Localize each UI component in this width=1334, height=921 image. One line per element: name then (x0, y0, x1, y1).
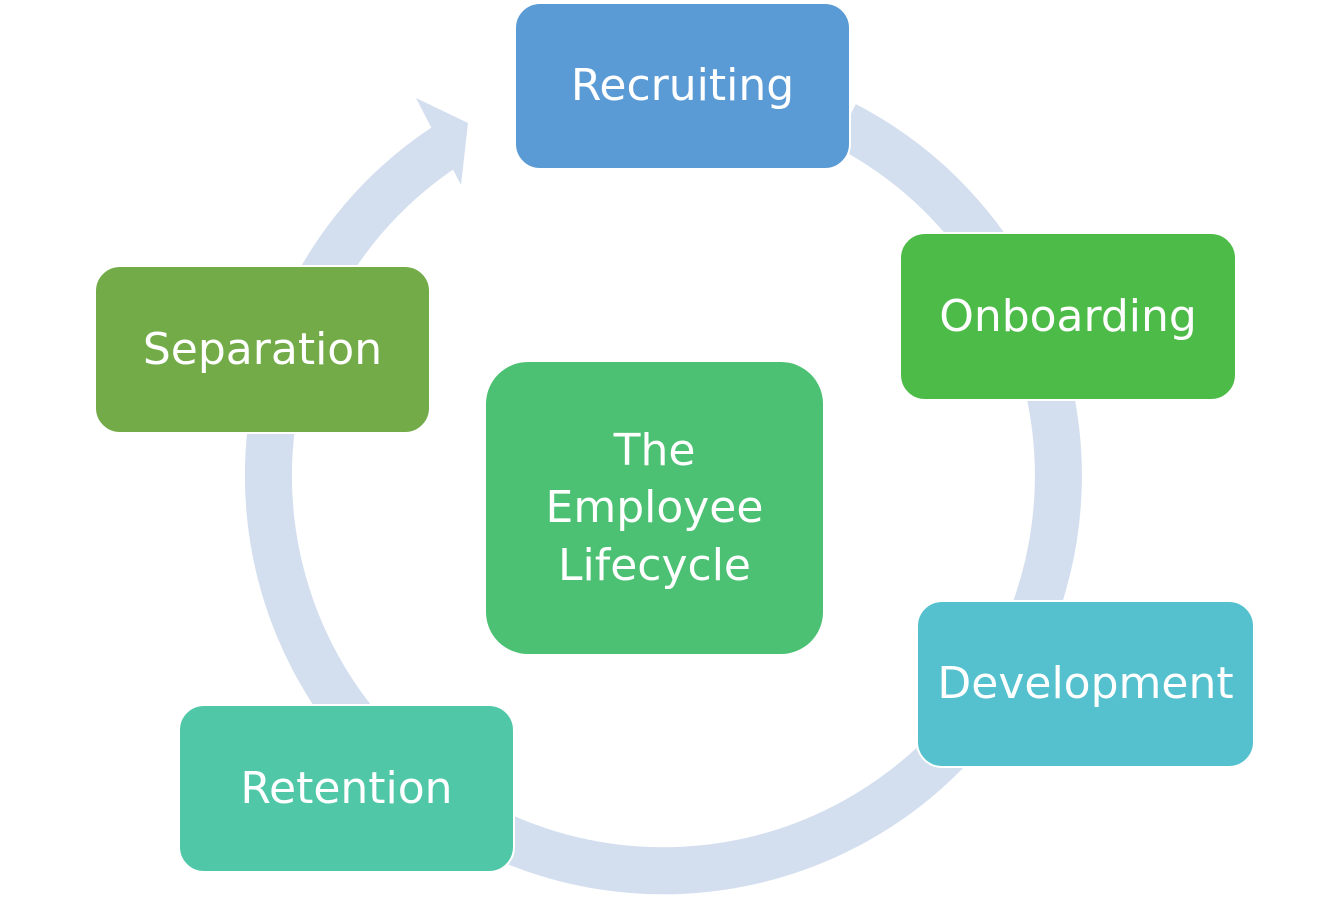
stage-label-retention: Retention (240, 762, 453, 814)
stage-label-recruiting: Recruiting (570, 60, 795, 112)
center-title: The Employee Lifecycle (545, 425, 764, 591)
center-title-box[interactable]: The Employee Lifecycle (486, 362, 823, 654)
stage-separation[interactable]: Separation (94, 265, 431, 434)
cycle-arrowhead (416, 98, 468, 185)
stage-recruiting[interactable]: Recruiting (514, 2, 851, 170)
stage-label-onboarding: Onboarding (939, 290, 1197, 342)
stage-development[interactable]: Development (916, 600, 1255, 768)
stage-label-development: Development (937, 658, 1234, 710)
stage-retention[interactable]: Retention (178, 704, 515, 873)
stage-label-separation: Separation (142, 323, 383, 375)
stage-onboarding[interactable]: Onboarding (899, 232, 1237, 401)
